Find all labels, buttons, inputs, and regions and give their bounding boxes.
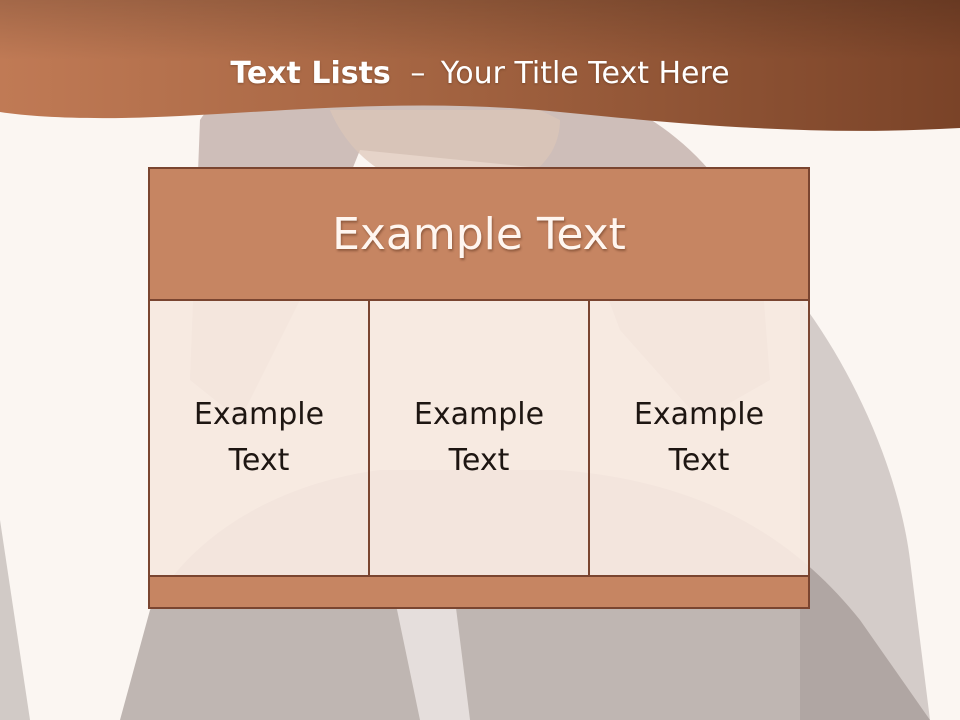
text-list-table: Example Text Example Text Example Text E… — [148, 167, 810, 609]
table-cell: Example Text — [368, 299, 590, 577]
slide-title: Text Lists – Your Title Text Here — [0, 52, 960, 96]
table-header-text: Example Text — [332, 208, 626, 260]
table-header: Example Text — [148, 167, 810, 301]
table-cell-text: Example Text — [193, 397, 325, 478]
title-subtitle: Your Title Text Here — [440, 56, 730, 91]
table-cells: Example Text Example Text Example Text — [148, 299, 810, 577]
table-cell: Example Text — [148, 299, 370, 577]
table-cell: Example Text — [588, 299, 810, 577]
header-band — [0, 0, 960, 131]
title-bold: Text Lists — [230, 56, 391, 91]
table-cell-text: Example Text — [633, 397, 765, 478]
table-footer-bar — [148, 575, 810, 609]
title-separator: – — [410, 56, 426, 91]
table-cell-text: Example Text — [413, 397, 545, 478]
